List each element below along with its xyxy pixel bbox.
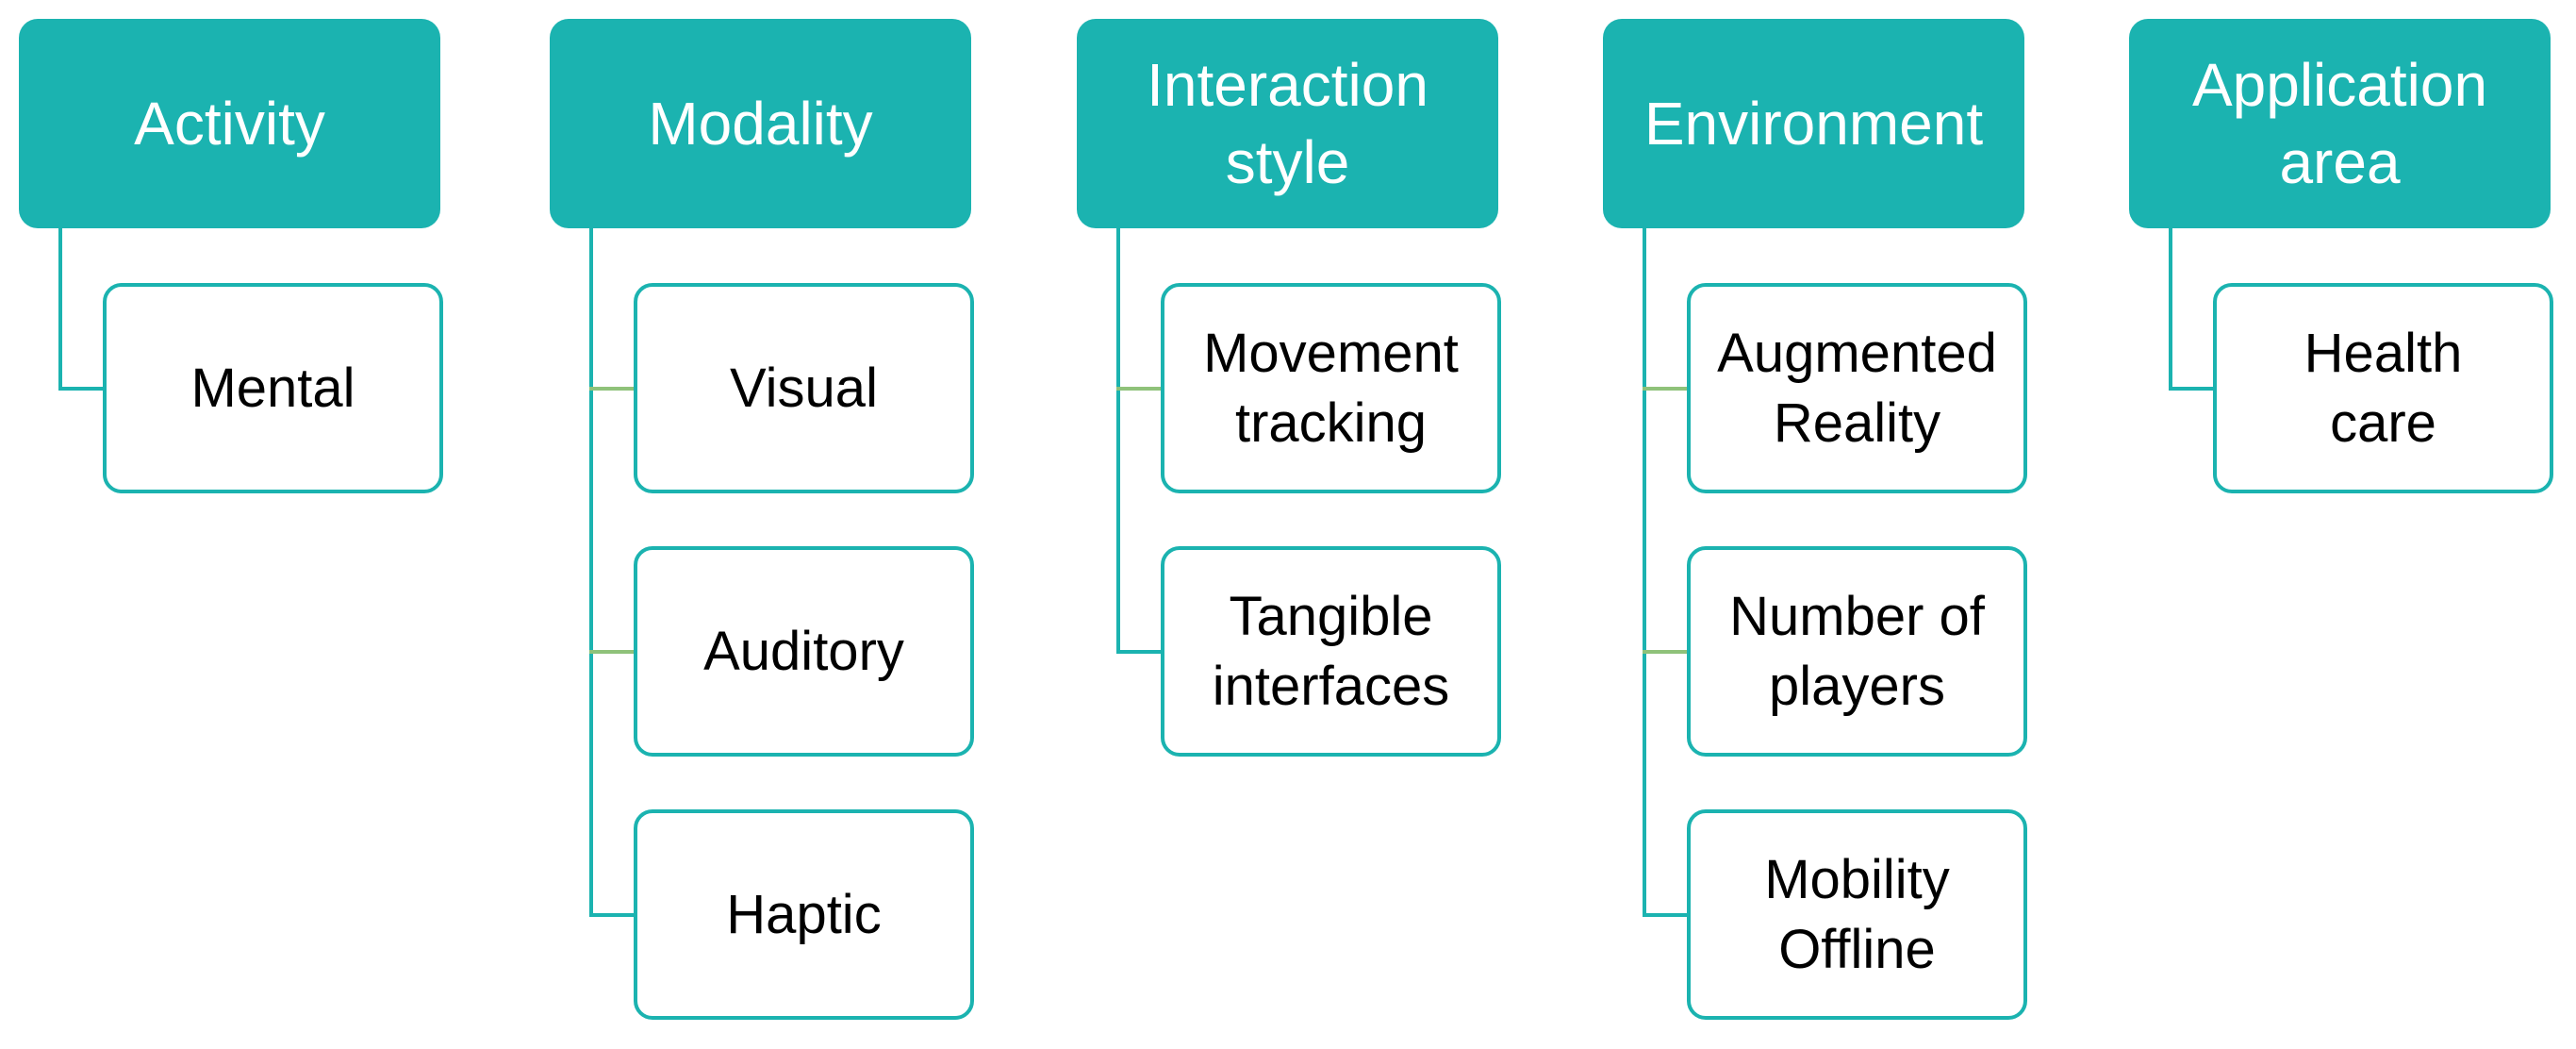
- category-item: Mobility Offline: [1687, 809, 2027, 1020]
- category-item: Visual: [634, 283, 974, 493]
- category-item: Auditory: [634, 546, 974, 757]
- connector-branch: [1643, 386, 1687, 391]
- connector-trunk: [58, 228, 62, 391]
- category-header: Interaction style: [1077, 19, 1498, 228]
- category-item: Movement tracking: [1161, 283, 1501, 493]
- connector-trunk: [1643, 228, 1646, 917]
- connector-branch: [1643, 649, 1687, 654]
- connector-branch: [1643, 912, 1687, 917]
- connector-branch: [589, 912, 634, 917]
- connector-branch: [2169, 386, 2213, 391]
- connector-trunk: [2169, 228, 2172, 391]
- category-item: Health care: [2213, 283, 2553, 493]
- category-item: Tangible interfaces: [1161, 546, 1501, 757]
- connector-branch: [1116, 386, 1161, 391]
- category-item: Haptic: [634, 809, 974, 1020]
- connector-branch: [589, 386, 634, 391]
- category-header: Activity: [19, 19, 440, 228]
- connector-trunk: [589, 228, 593, 917]
- category-header: Modality: [550, 19, 971, 228]
- category-item: Augmented Reality: [1687, 283, 2027, 493]
- category-header: Application area: [2129, 19, 2551, 228]
- connector-branch: [1116, 649, 1161, 654]
- category-item: Number of players: [1687, 546, 2027, 757]
- category-item: Mental: [103, 283, 443, 493]
- connector-branch: [58, 386, 103, 391]
- category-header: Environment: [1603, 19, 2024, 228]
- connector-trunk: [1116, 228, 1120, 654]
- connector-branch: [589, 649, 634, 654]
